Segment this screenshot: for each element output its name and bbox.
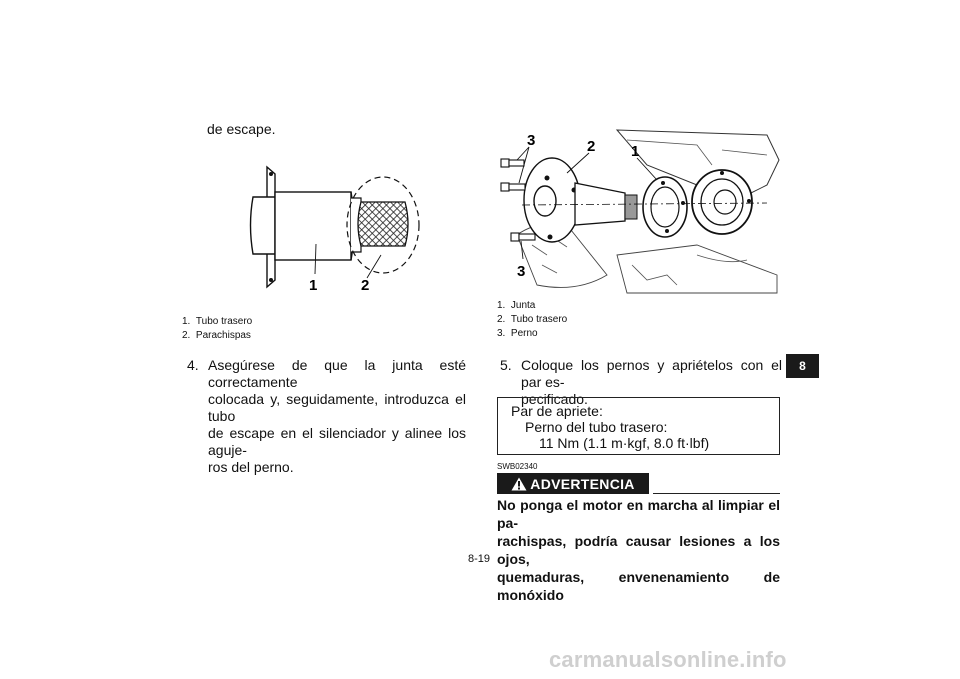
step-line: colocada y, seguidamente, introduzca el … (208, 391, 466, 424)
warning-text: No ponga el motor en marcha al limpiar e… (497, 496, 780, 604)
step-line: Coloque los pernos y apriételos con el p… (521, 357, 782, 390)
spec-value: 11 Nm (1.1 m·kgf, 8.0 ft·lbf) (539, 435, 710, 451)
warning-title: ADVERTENCIA (530, 475, 635, 492)
callout-2: 2 (361, 277, 369, 294)
watermark: carmanualsonline.info (549, 647, 787, 672)
continued-text: de escape. (207, 121, 276, 137)
warning-line: rachispas, podría causar lesiones a los … (497, 533, 780, 567)
section-tab[interactable]: 8 (786, 354, 819, 378)
figure-exhaust-pipe: 1 2 (245, 162, 430, 297)
callout-3-bottom: 3 (517, 263, 525, 280)
callout-1: 1 (631, 143, 639, 160)
caption-item: 1. Junta (497, 300, 536, 311)
warning-rule (653, 493, 780, 494)
callout-2: 2 (587, 138, 595, 155)
warning-line: No ponga el motor en marcha al limpiar e… (497, 497, 780, 531)
caption-item: 1. Tubo trasero (182, 316, 253, 327)
caption-item: 2. Tubo trasero (497, 314, 568, 325)
warning-triangle-icon (511, 477, 527, 490)
step-5: 5. Coloque los pernos y apriételos con e… (500, 357, 782, 407)
torque-spec-box: Par de apriete: Perno del tubo trasero: … (497, 397, 780, 455)
step-line: Asegúrese de que la junta esté correctam… (208, 357, 466, 390)
figure-right-captions: 1. Junta 2. Tubo trasero 3. Perno (497, 299, 567, 341)
caption-item: 3. Perno (497, 328, 538, 339)
page-number: 8-19 (468, 553, 491, 565)
callout-1: 1 (309, 277, 317, 294)
step-line: ros del perno. (208, 459, 294, 475)
warning-line: quemaduras, envenenamiento de monóxido (497, 569, 780, 603)
figure-left-captions: 1. Tubo trasero 2. Parachispas (182, 315, 252, 343)
warning-banner: ADVERTENCIA (497, 473, 649, 494)
spec-title: Par de apriete: (511, 403, 603, 419)
caption-item: 2. Parachispas (182, 330, 251, 341)
callout-3-top: 3 (527, 132, 535, 149)
warning-code: SWB02340 (497, 462, 538, 471)
spec-item: Perno del tubo trasero: (525, 419, 668, 435)
step-line: de escape en el silenciador y alinee los… (208, 425, 466, 458)
step-4: 4. Asegúrese de que la junta esté correc… (187, 357, 466, 475)
step-number: 5. (500, 357, 512, 373)
step-line: pecificado. (521, 391, 588, 407)
figure-installation: 3 2 1 3 (497, 125, 782, 295)
step-number: 4. (187, 357, 199, 373)
